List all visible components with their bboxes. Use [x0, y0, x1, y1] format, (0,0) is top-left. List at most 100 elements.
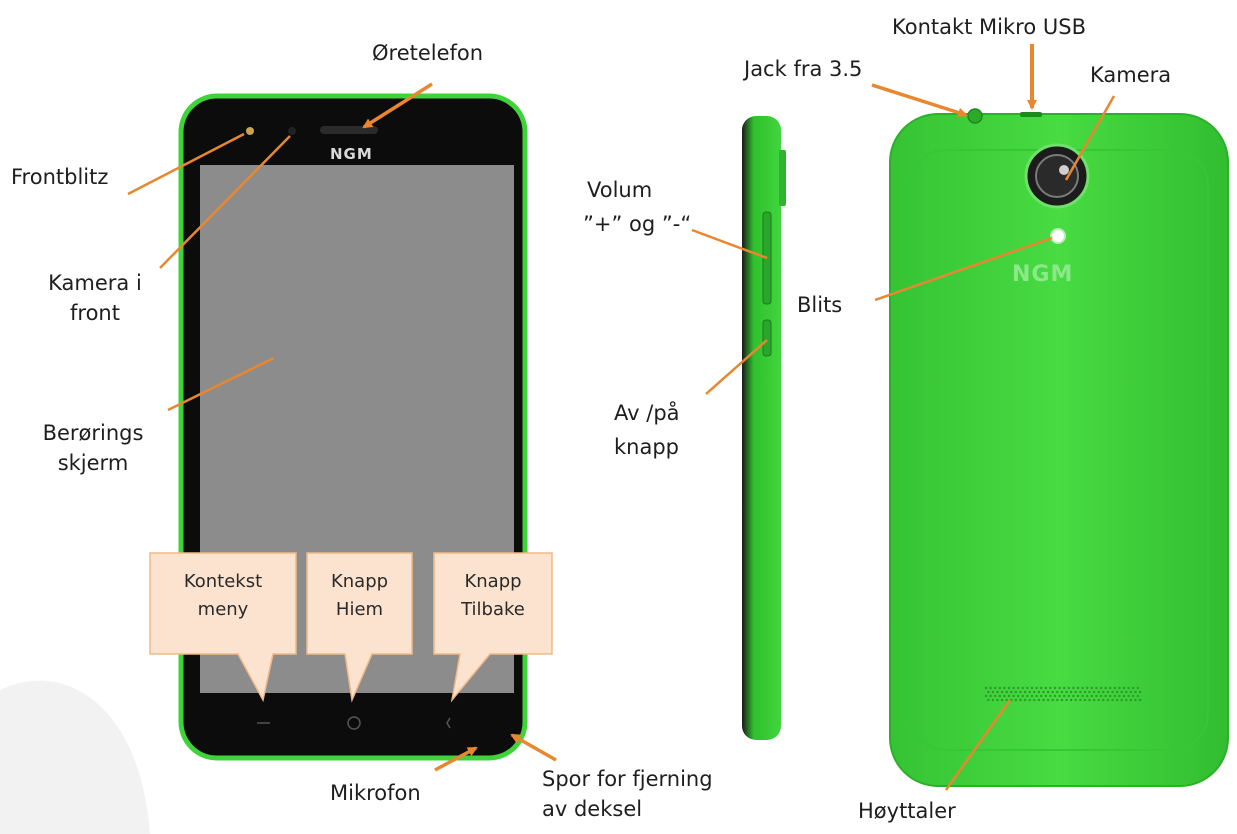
- speaker-grille-dot: [1109, 686, 1112, 690]
- speaker-grille-dot: [1109, 694, 1112, 698]
- speaker-grille-dot: [1040, 686, 1043, 690]
- speaker-grille-dot: [1097, 698, 1100, 702]
- speaker-grille-dot: [1104, 686, 1107, 690]
- label-avpa: Av /på knapp: [614, 398, 680, 462]
- speaker-grille-dot: [1127, 686, 1130, 690]
- label-avpa-line2: knapp: [614, 435, 679, 459]
- speaker-grille-dot: [1072, 694, 1075, 698]
- speaker-grille-dot: [1136, 686, 1140, 690]
- speaker-grille-dot: [1030, 686, 1034, 690]
- speaker-grille-dot: [1099, 694, 1103, 698]
- label-spor-line1: Spor for fjerning: [542, 767, 713, 791]
- callout-kontekst-meny: Kontekst meny: [150, 568, 296, 624]
- speaker-grille-dot: [1069, 698, 1073, 702]
- speaker-grille-dot: [1067, 694, 1071, 698]
- speaker-grille-dot: [1065, 698, 1068, 702]
- leader-lines: [127, 44, 1116, 791]
- callouts: [149, 552, 553, 703]
- speaker-grille-dot: [1033, 690, 1036, 694]
- speaker-grille-dot: [1069, 690, 1073, 694]
- speaker-grille-dot: [1118, 686, 1121, 690]
- speaker-grille-dot: [1115, 698, 1119, 702]
- earpiece: [320, 126, 378, 134]
- speaker-grille-dot: [1074, 690, 1077, 694]
- label-blits: Blits: [797, 293, 843, 317]
- speaker-grille-dot: [1051, 698, 1054, 702]
- speaker-grille-dot: [1125, 698, 1128, 702]
- label-volum: Volum ”+” og ”-“: [583, 175, 691, 239]
- arrow-mikrofon: [434, 746, 478, 772]
- label-berorings-line1: Berørings: [42, 421, 144, 445]
- side-phone-body: [742, 116, 781, 740]
- speaker-grille-dot: [1026, 694, 1029, 698]
- speaker-grille-dot: [1017, 686, 1020, 690]
- speaker-grille-dot: [998, 694, 1001, 698]
- speaker-grille-dot: [1104, 694, 1107, 698]
- speaker-grille-dot: [1102, 698, 1105, 702]
- speaker-grille-dot: [1053, 694, 1057, 698]
- speaker-grille-dot: [1033, 698, 1036, 702]
- label-avpa-line1: Av /på: [614, 401, 680, 425]
- speaker-grille-dot: [1072, 686, 1075, 690]
- speaker-grille-dot: [1021, 694, 1024, 698]
- rear-camera-glint: [1059, 165, 1069, 175]
- speaker-grille-dot: [1035, 686, 1038, 690]
- speaker-grille-dot: [1028, 690, 1031, 694]
- arrow-oretelefon: [362, 82, 433, 129]
- speaker-grille-dot: [998, 686, 1001, 690]
- speaker-grille: [984, 686, 1142, 702]
- callout-kontekst-shape: [149, 552, 297, 703]
- callout-hjem-line1: Knapp: [330, 571, 389, 592]
- arrow-jack: [871, 83, 968, 118]
- speaker-grille-dot: [1012, 686, 1015, 690]
- speaker-grille-dot: [1053, 686, 1057, 690]
- speaker-grille-dot: [1129, 698, 1133, 702]
- speaker-grille-dot: [1086, 694, 1089, 698]
- speaker-grille-dot: [1000, 698, 1004, 702]
- speaker-grille-dot: [1099, 686, 1103, 690]
- speaker-grille-dot: [1058, 686, 1061, 690]
- speaker-grille-dot: [1136, 694, 1140, 698]
- speaker-grille-dot: [1092, 698, 1096, 702]
- speaker-grille-dot: [1063, 694, 1066, 698]
- speaker-grille-dot: [1118, 694, 1121, 698]
- speaker-grille-dot: [1012, 694, 1015, 698]
- speaker-grille-dot: [1122, 694, 1126, 698]
- label-volum-line1: Volum: [587, 178, 653, 202]
- back-button-icon: [446, 717, 451, 729]
- line-kamera-front: [159, 135, 291, 269]
- speaker-grille-dot: [1042, 690, 1045, 694]
- speaker-grille-dot: [984, 686, 988, 690]
- speaker-grille-dot: [1081, 686, 1084, 690]
- speaker-grille-dot: [1132, 686, 1135, 690]
- speaker-grille-dot: [1113, 694, 1117, 698]
- speaker-grille-dot: [987, 690, 990, 694]
- speaker-grille-dot: [1060, 698, 1064, 702]
- speaker-grille-dot: [1023, 690, 1027, 694]
- speaker-grille-dot: [1134, 698, 1137, 702]
- front-ngm-logo: NGM: [330, 145, 373, 163]
- speaker-grille-dot: [1042, 698, 1045, 702]
- label-kontakt-usb: Kontakt Mikro USB: [892, 15, 1086, 39]
- speaker-grille-dot: [1021, 686, 1024, 690]
- speaker-grille-dot: [1115, 690, 1119, 694]
- speaker-grille-dot: [1063, 686, 1066, 690]
- speaker-grille-dot: [1095, 694, 1098, 698]
- label-kamera-front: Kamera i front: [40, 268, 150, 328]
- speaker-grille-dot: [1060, 690, 1064, 694]
- callout-knapp-hjem: Knapp Hiem: [307, 568, 412, 624]
- line-blits: [874, 236, 1053, 302]
- speaker-grille-dot: [1111, 698, 1114, 702]
- speaker-grille-dot: [1113, 686, 1117, 690]
- power-button: [762, 319, 772, 357]
- rear-flash: [1050, 228, 1066, 244]
- speaker-grille-dot: [1003, 686, 1006, 690]
- label-frontblitz: Frontblitz: [11, 165, 109, 189]
- speaker-grille-dot: [1067, 686, 1071, 690]
- front-camera: [288, 127, 296, 135]
- label-jack: Jack fra 3.5: [744, 57, 863, 81]
- speaker-grille-dot: [991, 690, 995, 694]
- speaker-grille-dot: [1044, 686, 1048, 690]
- speaker-grille-dot: [996, 698, 999, 702]
- label-berorings-line2: skjerm: [57, 451, 129, 475]
